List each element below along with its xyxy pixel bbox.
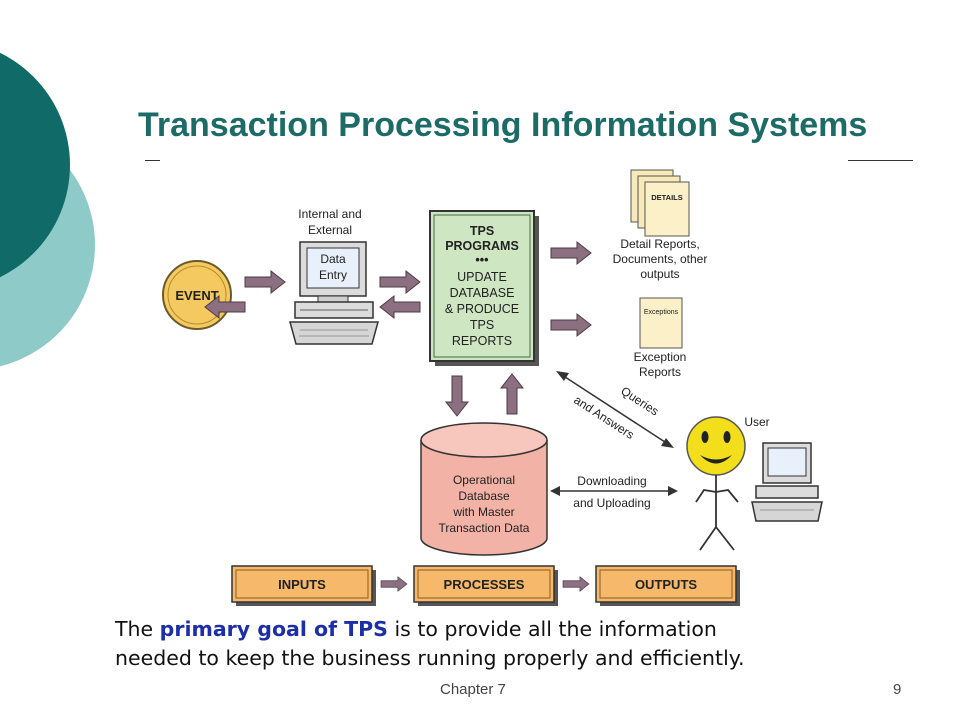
tps-programs-box: [429, 210, 539, 366]
database-line3: with Master: [452, 505, 514, 519]
detail-reports-line3: outputs: [640, 267, 679, 281]
processes-label: PROCESSES: [444, 577, 525, 592]
database-line4: Transaction Data: [439, 521, 530, 535]
details-documents-icon: DETAILS: [630, 169, 690, 237]
inputs-box: INPUTS: [231, 565, 376, 606]
detail-reports-line1: Detail Reports,: [620, 237, 699, 251]
tps-line-7: TPS: [470, 318, 494, 332]
arrow-to-exception-reports: [550, 313, 592, 337]
caption-part1: The: [115, 617, 160, 641]
caption-part2: is to provide all the information: [387, 617, 717, 641]
tps-line-5: DATABASE: [450, 286, 515, 300]
user-computer-icon: [751, 442, 823, 522]
download-upload-arrow: [550, 486, 678, 496]
database-line1: Operational: [453, 473, 515, 487]
user-smiley-icon: [686, 416, 746, 551]
caption-line-1: The primary goal of TPS is to provide al…: [115, 615, 744, 644]
tps-diagram: EVENT Internal and External Data Entry T…: [162, 169, 823, 606]
outputs-label: OUTPUTS: [635, 577, 697, 592]
exceptions-doc-label: Exceptions: [644, 309, 679, 316]
uploading-label: and Uploading: [573, 496, 650, 510]
dark-teal-circle: [0, 52, 70, 278]
event-node: EVENT: [162, 260, 232, 330]
data-entry-computer-icon: [289, 241, 379, 345]
exceptions-document-icon: Exceptions: [639, 297, 683, 349]
source-label-line2: External: [308, 223, 352, 237]
processes-box: PROCESSES: [413, 565, 558, 606]
caption-highlight: primary goal of TPS: [159, 617, 388, 641]
arrow-to-detail-reports: [550, 241, 592, 265]
title-rule-right: [848, 160, 913, 161]
arrow-processes-to-outputs: [562, 576, 590, 592]
tps-line-4: UPDATE: [457, 270, 507, 284]
arrow-inputs-to-processes: [380, 576, 408, 592]
operational-database-cylinder: [420, 422, 548, 556]
source-label-line1: Internal and: [298, 207, 361, 221]
tps-line-1: TPS: [470, 224, 494, 238]
event-label: EVENT: [175, 288, 218, 303]
arrow-database-to-tps: [500, 373, 524, 415]
tps-line-2: PROGRAMS: [445, 239, 519, 253]
downloading-label: Downloading: [577, 474, 646, 488]
arrow-tps-to-database: [445, 375, 469, 417]
caption-line-2: needed to keep the business running prop…: [115, 646, 745, 670]
arrow-event-to-entry: [244, 270, 286, 294]
decorative-circles: [0, 52, 95, 367]
arrow-entry-to-tps: [379, 270, 421, 294]
detail-reports-line2: Documents, other: [613, 252, 708, 266]
data-entry-line2: Entry: [319, 268, 347, 282]
queries-answers-arrow: [556, 371, 674, 448]
database-line2: Database: [458, 489, 510, 503]
queries-line1: Queries: [618, 384, 661, 419]
footer-chapter: Chapter 7: [440, 681, 506, 698]
tps-line-8: REPORTS: [452, 334, 512, 348]
details-doc-label: DETAILS: [651, 193, 683, 202]
tps-line-3: •••: [475, 253, 488, 267]
exception-reports-line2: Reports: [639, 365, 681, 379]
outputs-box: OUTPUTS: [595, 565, 740, 606]
arrow-tps-to-entry: [379, 295, 421, 319]
tps-line-6: & PRODUCE: [445, 302, 519, 316]
user-label: User: [744, 415, 769, 429]
footer-page-number: 9: [893, 681, 902, 698]
inputs-label: INPUTS: [278, 577, 326, 592]
caption-text: The primary goal of TPS is to provide al…: [115, 615, 744, 673]
data-entry-line1: Data: [320, 252, 346, 266]
title-rule-left: [145, 160, 160, 161]
exception-reports-line1: Exception: [634, 350, 687, 364]
slide-title: Transaction Processing Information Syste…: [138, 106, 868, 144]
